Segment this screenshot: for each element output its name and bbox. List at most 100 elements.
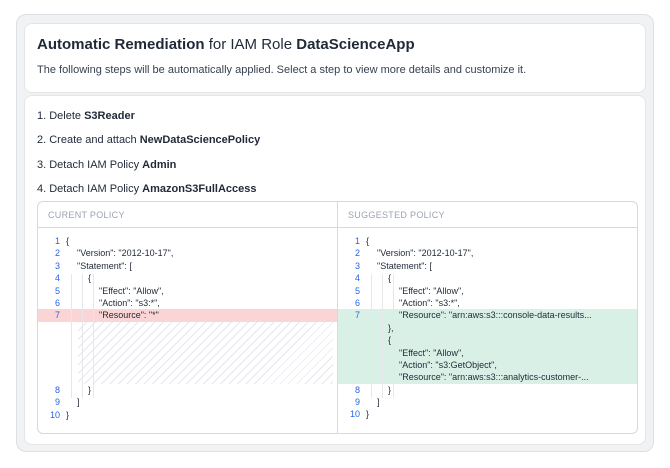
indent-guide: [82, 274, 83, 399]
indent-guide: [93, 274, 94, 399]
code-text: },: [388, 322, 394, 333]
header-card: Automatic Remediation for IAM Role DataS…: [24, 23, 646, 93]
step-2-prefix: 2. Create and attach: [37, 134, 140, 146]
code-line: 3 "Statement": [: [38, 260, 337, 272]
page-subtitle: The following steps will be automaticall…: [37, 64, 527, 76]
code-line: 7 "Resource": "arn:aws:s3:::console-data-…: [338, 309, 637, 322]
line-number: 4: [354, 273, 360, 284]
suggested-policy-pane: SUGGESTED POLICY 1{2"Version": "2012-10-…: [338, 202, 637, 433]
title-role-name: DataScienceApp: [296, 36, 415, 53]
diff-placeholder-hatch: [38, 321, 337, 384]
policy-diff-viewer: CURENT POLICY 1{2"Version": "2012-10-17"…: [37, 201, 638, 434]
code-line: 9]: [338, 396, 637, 408]
code-text: "Resource": "arn:aws:s3:::analytics-cust…: [399, 372, 589, 383]
suggested-policy-header: SUGGESTED POLICY: [338, 202, 637, 228]
line-number: 3: [54, 260, 60, 271]
code-text: "Effect": "Allow",: [399, 285, 464, 296]
code-text: "Resource": "*": [99, 310, 159, 321]
suggested-policy-code: 1{2"Version": "2012-10-17",3"Statement":…: [338, 235, 637, 421]
code-line: 7 "Resource": "*": [38, 309, 337, 322]
code-line: 2 "Version": "2012-10-17",: [338, 247, 637, 259]
line-number: 10: [349, 409, 360, 420]
title-connector: for IAM Role: [204, 36, 297, 53]
line-number: 4: [54, 273, 60, 284]
code-line: 5 "Effect": "Allow",: [338, 285, 637, 297]
step-1-target: S3Reader: [84, 110, 135, 122]
hatch-fill: [78, 321, 333, 384]
code-text: {: [388, 335, 392, 346]
steps-card: 1. Delete S3Reader 2. Create and attach …: [24, 95, 646, 445]
code-line: },: [338, 321, 637, 335]
line-number: 2: [354, 248, 360, 259]
step-3-target: Admin: [142, 159, 177, 171]
step-4-detach-s3fullaccess[interactable]: 4. Detach IAM Policy AmazonS3FullAccess: [37, 183, 256, 195]
indent-guide: [71, 274, 72, 399]
line-number: 1: [54, 236, 60, 246]
code-line: 8}: [338, 384, 637, 396]
step-3-detach-admin[interactable]: 3. Detach IAM Policy Admin: [37, 159, 176, 171]
step-1-delete-s3reader[interactable]: 1. Delete S3Reader: [37, 110, 135, 122]
code-line: "Effect": "Allow",: [338, 346, 637, 359]
code-text: }: [88, 384, 92, 395]
code-text: {: [88, 273, 92, 284]
code-text: ]: [77, 397, 80, 408]
line-number: 1: [354, 236, 360, 246]
code-text: }: [66, 409, 70, 420]
line-number: 8: [54, 384, 60, 395]
current-policy-code: 1{2"Version": "2012-10-17",3"Statement":…: [38, 235, 337, 421]
line-number: 2: [54, 248, 60, 259]
step-3-prefix: 3. Detach IAM Policy: [37, 159, 143, 171]
code-text: "Resource": "arn:aws:s3:::console-data-r…: [399, 310, 592, 321]
current-policy-header: CURENT POLICY: [38, 202, 337, 228]
code-text: "Effect": "Allow",: [99, 285, 164, 296]
line-number: 10: [49, 409, 60, 420]
code-line: 10}: [338, 408, 637, 420]
code-text: {: [388, 273, 392, 284]
code-line: 1{: [338, 235, 637, 247]
code-text: "Statement": [: [377, 260, 432, 271]
code-text: "Version": "2012-10-17",: [77, 248, 174, 259]
code-text: "Statement": [: [77, 260, 132, 271]
code-text: "Action": "s3:*",: [399, 297, 460, 308]
line-number: 3: [354, 260, 360, 271]
code-line: 8}: [38, 384, 337, 396]
code-text: "Version": "2012-10-17",: [377, 248, 474, 259]
code-text: "Action": "s3:GetObject",: [399, 359, 497, 370]
line-number: 7: [354, 310, 360, 321]
step-4-target: AmazonS3FullAccess: [142, 183, 257, 195]
code-line: 2 "Version": "2012-10-17",: [38, 247, 337, 259]
indent-guide: [382, 274, 383, 399]
code-line: 6"Action": "s3:*",: [338, 297, 637, 309]
code-line: {: [338, 334, 637, 347]
code-line: 3 "Statement": [: [338, 260, 637, 272]
code-line: 9]: [38, 396, 337, 408]
step-4-prefix: 4. Detach IAM Policy: [37, 183, 143, 195]
line-number: 9: [354, 397, 360, 408]
code-line: 4{: [38, 272, 337, 284]
step-2-target: NewDataSciencePolicy: [139, 134, 261, 146]
code-line: "Action": "s3:GetObject",: [338, 358, 637, 372]
indent-guide: [371, 274, 372, 399]
code-text: }: [366, 409, 370, 420]
step-1-prefix: 1. Delete: [37, 110, 85, 122]
code-line: "Resource": "arn:aws:s3:::analytics-cust…: [338, 371, 637, 384]
code-line: 6"Action": "s3:*",: [38, 297, 337, 309]
code-line: 10}: [38, 409, 337, 421]
current-policy-pane: CURENT POLICY 1{2"Version": "2012-10-17"…: [38, 202, 338, 433]
code-text: {: [66, 236, 70, 246]
code-text: "Effect": "Allow",: [399, 347, 464, 358]
remediation-panel: Automatic Remediation for IAM Role DataS…: [16, 14, 654, 452]
step-2-create-policy[interactable]: 2. Create and attach NewDataSciencePolic…: [37, 134, 260, 146]
code-line: 1{: [38, 235, 337, 247]
line-number: 6: [54, 297, 60, 308]
line-number: 7: [54, 310, 60, 321]
code-line: 5 "Effect": "Allow",: [38, 285, 337, 297]
line-number: 8: [354, 384, 360, 395]
code-text: }: [388, 384, 392, 395]
indent-guide: [393, 274, 394, 399]
line-number: 5: [54, 285, 60, 296]
line-number: 9: [54, 397, 60, 408]
title-action: Automatic Remediation: [37, 36, 205, 53]
line-number: 5: [354, 285, 360, 296]
code-line: 4{: [338, 272, 637, 284]
